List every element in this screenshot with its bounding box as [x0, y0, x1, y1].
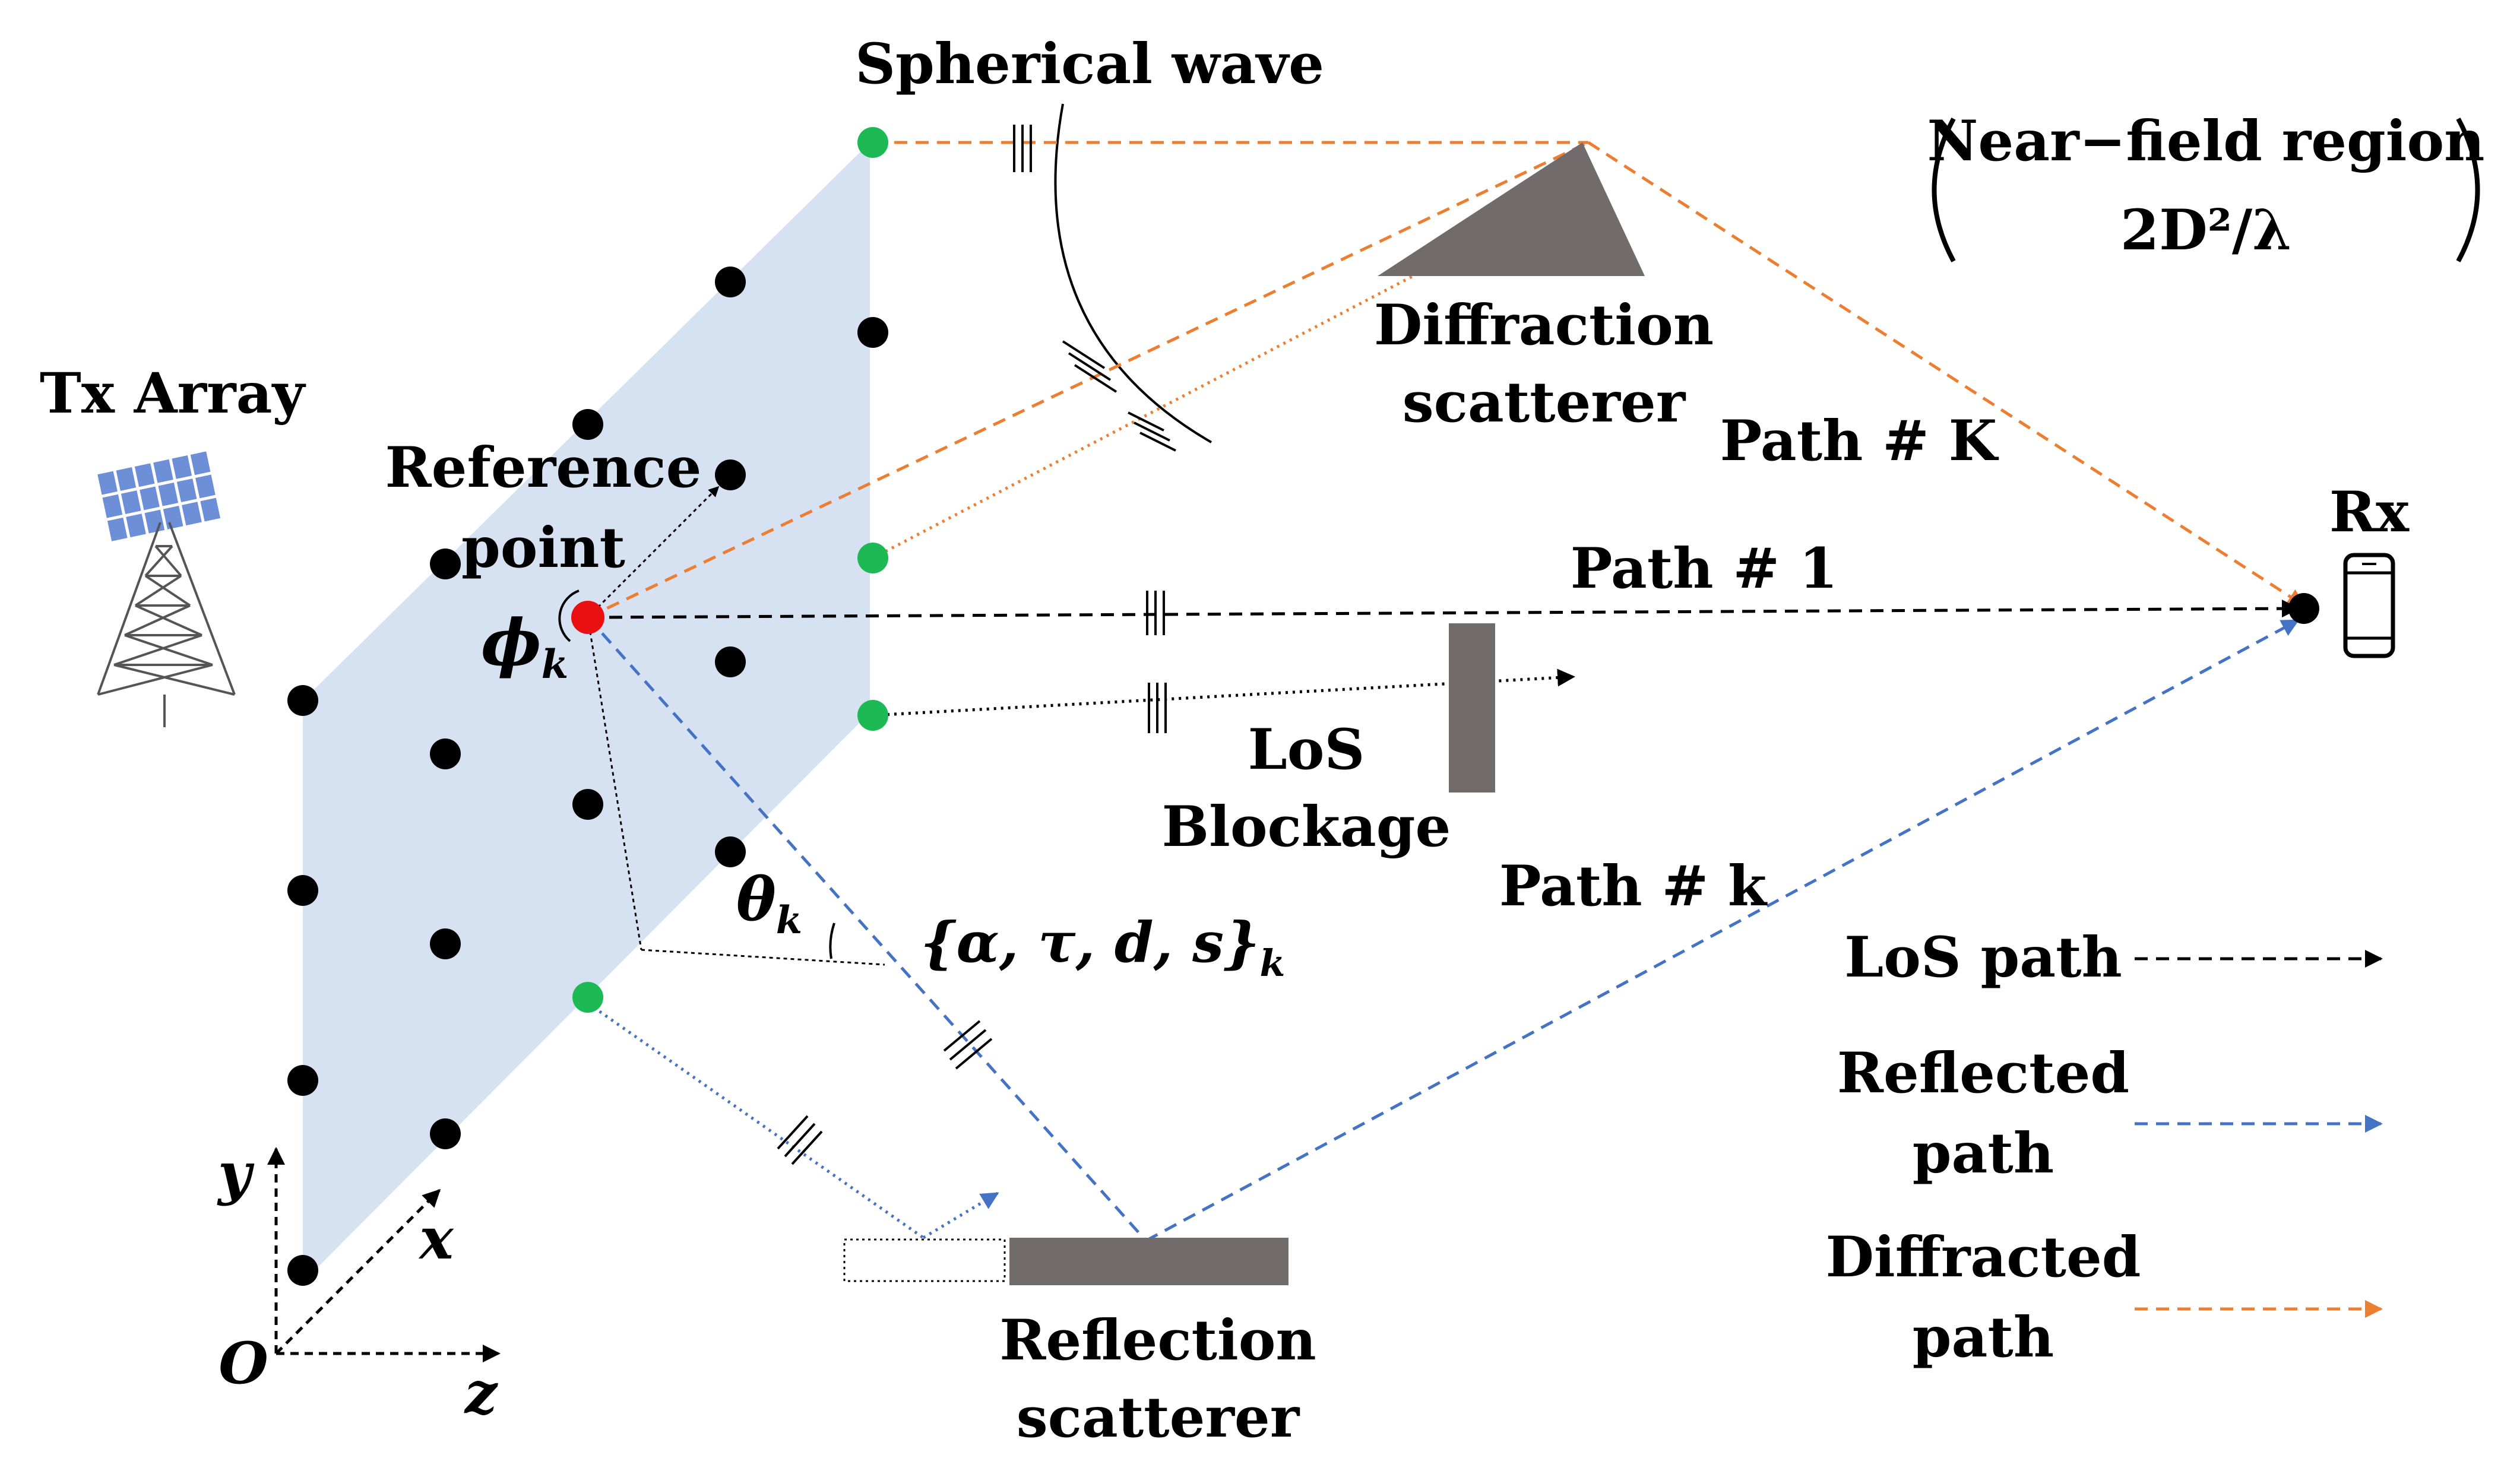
reference-point — [571, 601, 604, 634]
reflection-label-1: Reflection — [999, 1308, 1316, 1373]
near-field-label-1: Near−field region — [1927, 109, 2484, 174]
phone-icon — [2343, 553, 2395, 658]
legend-los-label: LoS path — [1844, 925, 2122, 990]
los-blockage — [1449, 623, 1495, 793]
tx-array-plane — [303, 142, 870, 1282]
tick-marks — [777, 125, 1176, 1165]
spherical-wavefront — [1054, 103, 1212, 443]
tower-icon — [95, 449, 236, 727]
axis-z-label: z — [464, 1359, 499, 1427]
reference-point-label-2: point — [461, 515, 625, 581]
phi-label: ϕk — [481, 606, 568, 687]
near-field-label-2: 2D²/λ — [2120, 198, 2291, 263]
reflection-scatterer — [1009, 1238, 1289, 1285]
los-blockage-label-2: Blockage — [1162, 794, 1451, 860]
rx-label: Rx — [2329, 480, 2410, 545]
path-K-label: Path # K — [1720, 408, 1999, 474]
coordinate-axes — [267, 1147, 501, 1362]
diffraction-label-2: scatterer — [1403, 370, 1686, 435]
tx-array-label: Tx Array — [40, 361, 306, 426]
theta-angle-arc — [829, 923, 835, 959]
path-1-label: Path # 1 — [1571, 536, 1838, 601]
near-field-annotation: Near−field region 2D²/λ — [1927, 109, 2484, 263]
angle-construction — [587, 486, 885, 966]
phi-angle-arc — [558, 589, 580, 642]
reflected-paths — [587, 616, 2300, 1242]
diffracted-paths — [587, 141, 2306, 619]
array-elements — [287, 267, 888, 1286]
legend-reflected-label-1: Reflected — [1837, 1041, 2129, 1106]
reflection-image — [843, 1238, 1006, 1282]
legend-diffracted-label-1: Diffracted — [1826, 1225, 2141, 1290]
path-k-label: Path # k — [1499, 854, 1768, 919]
active-array-elements — [572, 127, 888, 1013]
axis-origin-label: O — [219, 1330, 268, 1397]
reflection-label-2: scatterer — [1017, 1385, 1300, 1450]
reference-point-label-1: Reference — [385, 435, 702, 500]
legend-diffracted-label-2: path — [1913, 1305, 2054, 1370]
theta-label: θk — [736, 864, 802, 943]
rx-node — [2288, 593, 2319, 624]
axis-y-label: y — [217, 1140, 255, 1207]
diffraction-label-1: Diffraction — [1374, 293, 1714, 358]
diffraction-scatterer — [1378, 142, 1645, 276]
params-label: {α, τ, d, s}k — [920, 910, 1285, 985]
legend: LoS path Reflected path Diffracted path — [1826, 925, 2383, 1370]
spherical-wave-label: Spherical wave — [855, 31, 1324, 97]
legend-reflected-label-2: path — [1913, 1121, 2054, 1186]
los-blockage-label-1: LoS — [1248, 717, 1365, 782]
axis-x-label: x — [418, 1205, 454, 1272]
